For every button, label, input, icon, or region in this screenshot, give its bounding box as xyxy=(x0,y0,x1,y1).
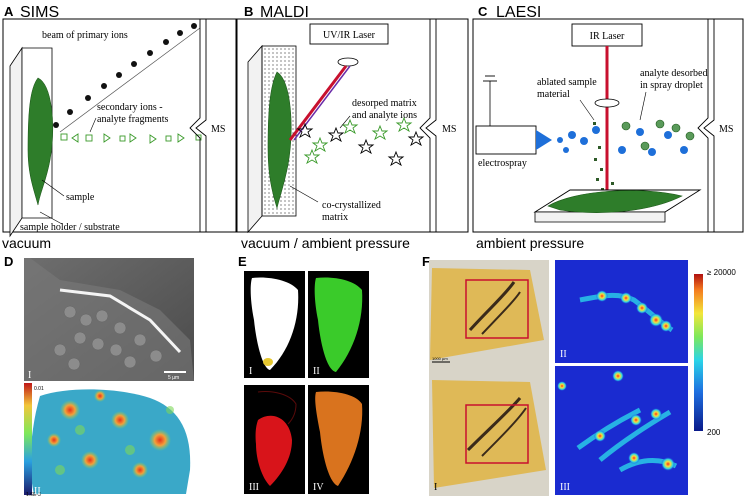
ms-label-b: MS xyxy=(442,124,456,135)
electrospray-label: electrospray xyxy=(478,158,527,169)
ablated-label-2: material xyxy=(537,89,570,100)
primary-ions xyxy=(53,23,197,128)
condition-a: vacuum xyxy=(2,235,51,251)
beam-label: beam of primary ions xyxy=(42,30,128,41)
panel-d-sub-1: I xyxy=(28,370,31,381)
condition-c: ambient pressure xyxy=(476,235,584,251)
holder-side xyxy=(9,46,23,238)
panel-letter-d: D xyxy=(4,254,13,269)
panel-f-sub-2: II xyxy=(560,349,567,360)
leaf-sample-b xyxy=(267,71,292,210)
panel-b-frame xyxy=(236,18,469,233)
holder-label: sample holder / substrate xyxy=(20,222,120,233)
panel-d-sub-2: II xyxy=(34,486,41,497)
leaf-sample-c xyxy=(547,190,683,213)
ms-inlet-c xyxy=(697,18,743,233)
secondary-pointer xyxy=(89,117,97,133)
ms-label-a: MS xyxy=(211,124,225,135)
ms-inlet-a xyxy=(189,18,236,233)
panel-d: D I 5 µm 0.01 1.6E-3 II xyxy=(4,254,194,498)
panel-a-frame xyxy=(2,18,237,233)
leaf-sample xyxy=(27,77,53,206)
panel-c-title: LAESI xyxy=(496,4,541,21)
spray-droplets xyxy=(557,126,688,156)
secondary-label-1: secondary ions - xyxy=(97,102,163,113)
sample-label: sample xyxy=(66,192,95,203)
panel-e: E I II III IV xyxy=(238,254,369,494)
panel-c-laesi: C LAESI IR Laser electrospray xyxy=(472,4,744,251)
laser-beam-b xyxy=(288,65,348,141)
cocrystal-label-1: co-crystallized xyxy=(322,200,381,211)
roi-box-bottom xyxy=(465,404,529,464)
panel-a-title: SIMS xyxy=(20,4,59,21)
panel-a-sims: A SIMS beam of primary ions secondary io… xyxy=(2,4,237,251)
panel-letter-f: F xyxy=(422,254,430,269)
ms-inlet-b xyxy=(419,18,468,233)
panel-e-sub-1: I xyxy=(249,366,252,377)
colorbar-f-min: 200 xyxy=(707,428,721,437)
ablated-label-1: ablated sample xyxy=(537,77,597,88)
secondary-label-2: analyte fragments xyxy=(97,114,168,125)
colorbar-d-max: 0.01 xyxy=(34,386,44,392)
cocrystal-label-2: matrix xyxy=(322,212,348,223)
desorbed-label-2: and analyte ions xyxy=(352,110,417,121)
heatmap-ii xyxy=(555,260,688,363)
panel-b-maldi: B MALDI UV/IR Laser desorped matrix and … xyxy=(236,4,469,251)
analyte-droplets xyxy=(621,119,695,151)
colorbar-f-max: ≥ 20000 xyxy=(707,268,736,277)
panel-letter-c: C xyxy=(478,4,488,19)
ms-label-c: MS xyxy=(719,124,733,135)
panel-f: F 1000 µm I II III xyxy=(422,254,736,496)
panel-letter-b: B xyxy=(244,4,253,19)
analyte-label-2: in spray droplet xyxy=(640,80,703,91)
scale-text-f: 1000 µm xyxy=(432,356,448,361)
panel-e-sub-2: II xyxy=(313,366,320,377)
scale-text-d: 5 µm xyxy=(168,375,179,381)
secondary-ions xyxy=(60,133,202,144)
electrospray-emitter xyxy=(475,125,537,155)
colorbar-d-min: 1.6E-3 xyxy=(26,492,41,498)
roi-box-top xyxy=(465,279,529,339)
lens-b xyxy=(337,57,359,67)
holder-pointer xyxy=(39,211,63,225)
desorbed-ions xyxy=(296,116,425,167)
desorbed-label-1: desorped matrix xyxy=(352,98,417,109)
panel-letter-e: E xyxy=(238,254,247,269)
analyte-label-1: analyte desorbed xyxy=(640,68,707,79)
colorbar-f xyxy=(694,274,703,431)
panel-f-sub-3: III xyxy=(560,482,570,493)
panel-e-sub-3: III xyxy=(249,482,259,493)
uvir-laser-label: UV/IR Laser xyxy=(323,30,376,41)
colorbar-d xyxy=(24,383,32,495)
beam-line xyxy=(59,27,201,133)
taylor-cone xyxy=(536,130,552,150)
panel-e-sub-4: IV xyxy=(313,482,324,493)
panel-f-sub-1: I xyxy=(434,482,437,493)
heatmap-iii xyxy=(555,366,688,495)
condition-b: vacuum / ambient pressure xyxy=(241,235,410,251)
panel-c-frame xyxy=(472,18,744,233)
lens-c xyxy=(594,98,620,108)
panel-letter-a: A xyxy=(4,4,14,19)
ir-laser-label: IR Laser xyxy=(590,31,625,42)
panel-b-title: MALDI xyxy=(260,4,309,21)
sample-pointer xyxy=(41,179,65,197)
